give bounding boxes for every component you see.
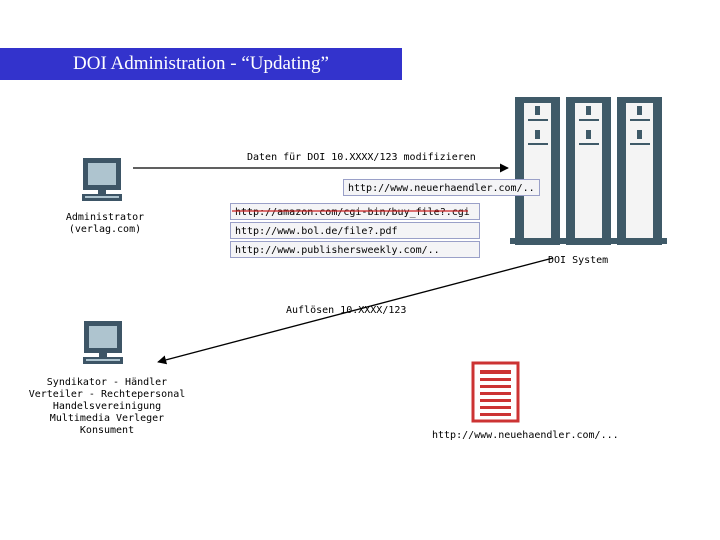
doi-system-label: DOI System [548, 255, 609, 266]
syndicator-label: Syndikator - Händler Verteiler - Rechtep… [28, 377, 186, 436]
modify-message: Daten für DOI 10.XXXX/123 modifizieren [247, 152, 476, 163]
server-icon [612, 97, 667, 245]
administrator-label: Administrator (verlag.com) [65, 212, 145, 235]
document-url: http://www.neuehaendler.com/... [432, 430, 619, 441]
old-url-box: http://www.bol.de/file?.pdf [230, 222, 480, 239]
computer-icon [82, 158, 122, 201]
server-icon [561, 97, 616, 245]
computer-icon [83, 321, 123, 364]
arrow-icon [157, 257, 554, 365]
document-icon [471, 361, 520, 423]
page-title: DOI Administration - “Updating” [0, 48, 402, 80]
old-url-box: http://amazon.com/cgi-bin/buy_file?.cgi [230, 203, 480, 220]
server-icon [510, 97, 565, 245]
resolve-message: Auflösen 10.XXXX/123 [286, 305, 407, 316]
old-url-box: http://www.publishersweekly.com/.. [230, 241, 480, 258]
new-url-box: http://www.neuerhaendler.com/.. [343, 179, 540, 196]
